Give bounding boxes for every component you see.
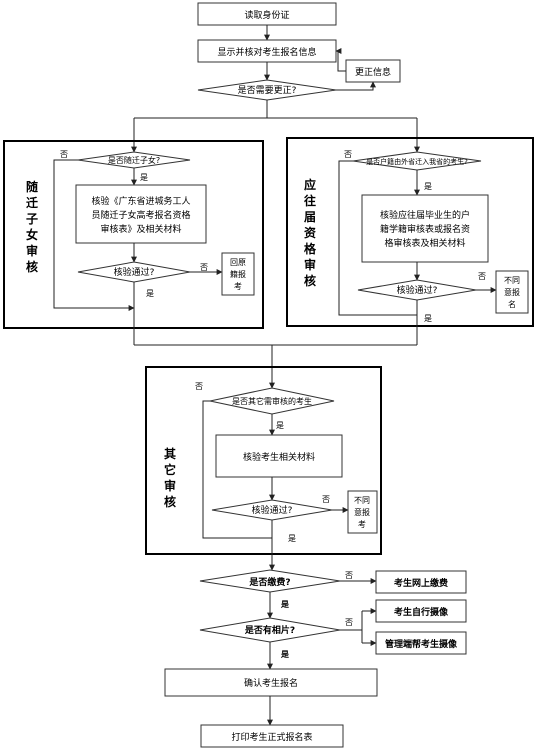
fee-online-box [375,570,467,594]
verify-b-box [361,194,489,263]
section-a-title: 随 迁 子 女 审 核 [26,179,38,274]
svg-text:子: 子 [26,212,38,226]
no-label: 否 [344,150,352,159]
no-label: 否 [478,272,486,281]
no-label: 否 [345,618,353,627]
verify-b-line1: 核验应往届毕业生的户 [380,209,470,221]
verify-a-line3: 审核表》及相关材料 [100,223,181,235]
reject-b-line1: 不同 [504,276,520,285]
correct-info-text: 更正信息 [355,66,391,78]
q-local-text: 是否户籍由外省迁入我省的考生? [366,157,468,166]
no-label: 否 [195,382,203,391]
pass-a-text: 核验通过? [114,266,155,278]
section-b-title: 应 往 届 资 格 审 核 [304,177,317,288]
yes-label: 是 [280,599,289,609]
no-label: 否 [322,495,330,504]
svg-text:其: 其 [164,446,176,461]
svg-text:届: 届 [304,210,316,224]
yes-label: 是 [280,649,289,659]
verify-a-line1: 核验《广东省进城务工人 [91,195,190,207]
svg-text:审: 审 [26,243,38,258]
photo-self-box [375,599,467,623]
svg-text:审: 审 [164,478,176,493]
q-follow-text: 是否随迁子女? [108,155,160,165]
print-box [200,724,344,748]
q-other-text: 是否其它需审核的考生 [232,396,312,406]
fee-online-text: 考生网上缴费 [394,577,448,589]
yes-label: 是 [140,173,148,182]
svg-text:核: 核 [164,494,176,509]
no-label: 否 [345,571,353,580]
verify-a-line2: 员随迁子女高考报名资格 [91,209,190,221]
svg-text:它: 它 [164,462,176,477]
print-text: 打印考生正式报名表 [231,731,312,743]
verify-b-line3: 格审核表及相关材料 [384,237,465,249]
yes-label: 是 [288,534,296,543]
svg-text:格: 格 [304,241,317,256]
reject-a-line3: 考 [234,282,242,291]
verify-c-box [215,434,343,478]
svg-text:核: 核 [304,273,316,288]
reject-a-box [221,252,255,296]
photo-text: 是否有相片? [244,624,295,636]
photo-admin-text: 管理端帮考生摄像 [385,638,458,650]
photo-admin-box [375,631,467,655]
no-label: 否 [60,150,68,159]
reject-c-line3: 考 [358,520,366,529]
reject-b-line3: 名 [508,299,516,309]
verify-b-line2: 籍学籍审核表或报名资 [380,223,470,235]
display-info-text: 显示并核对考生报名信息 [217,46,316,58]
svg-text:随: 随 [26,179,38,194]
reject-c-line2: 意报 [354,507,370,517]
svg-text:往: 往 [304,193,316,208]
pass-c-text: 核验通过? [252,504,293,516]
fee-text: 是否缴费? [248,576,290,588]
svg-text:应: 应 [304,177,316,192]
svg-text:核: 核 [26,259,38,274]
reject-b-box [495,270,529,314]
reject-a-line1: 回原 [230,258,246,267]
no-label: 否 [200,263,208,272]
photo-self-text: 考生自行摄像 [394,606,449,618]
yes-label: 是 [276,421,284,430]
confirm-text: 确认考生报名 [244,677,298,689]
verify-a-box [75,184,207,244]
reject-a-line2: 籍报 [230,269,246,279]
svg-text:资: 资 [304,225,316,240]
svg-text:迁: 迁 [26,195,38,210]
read-id-text: 读取身份证 [244,9,289,21]
reject-c-line1: 不同 [354,496,370,505]
reject-b-line2: 意报 [504,287,520,297]
svg-text:审: 审 [304,257,316,272]
need-correct-text: 是否需要更正? [238,85,297,96]
section-c-frame [145,366,382,555]
yes-label: 是 [146,289,154,298]
yes-label: 是 [424,182,432,191]
section-c-title: 其 它 审 核 [164,446,176,509]
section-b-frame [286,137,534,327]
reject-c-box [347,490,378,534]
yes-label: 是 [424,314,432,323]
svg-text:女: 女 [26,227,38,242]
verify-c-text: 核验考生相关材料 [243,451,315,463]
confirm-box [164,668,378,697]
pass-b-text: 核验通过? [397,284,438,296]
